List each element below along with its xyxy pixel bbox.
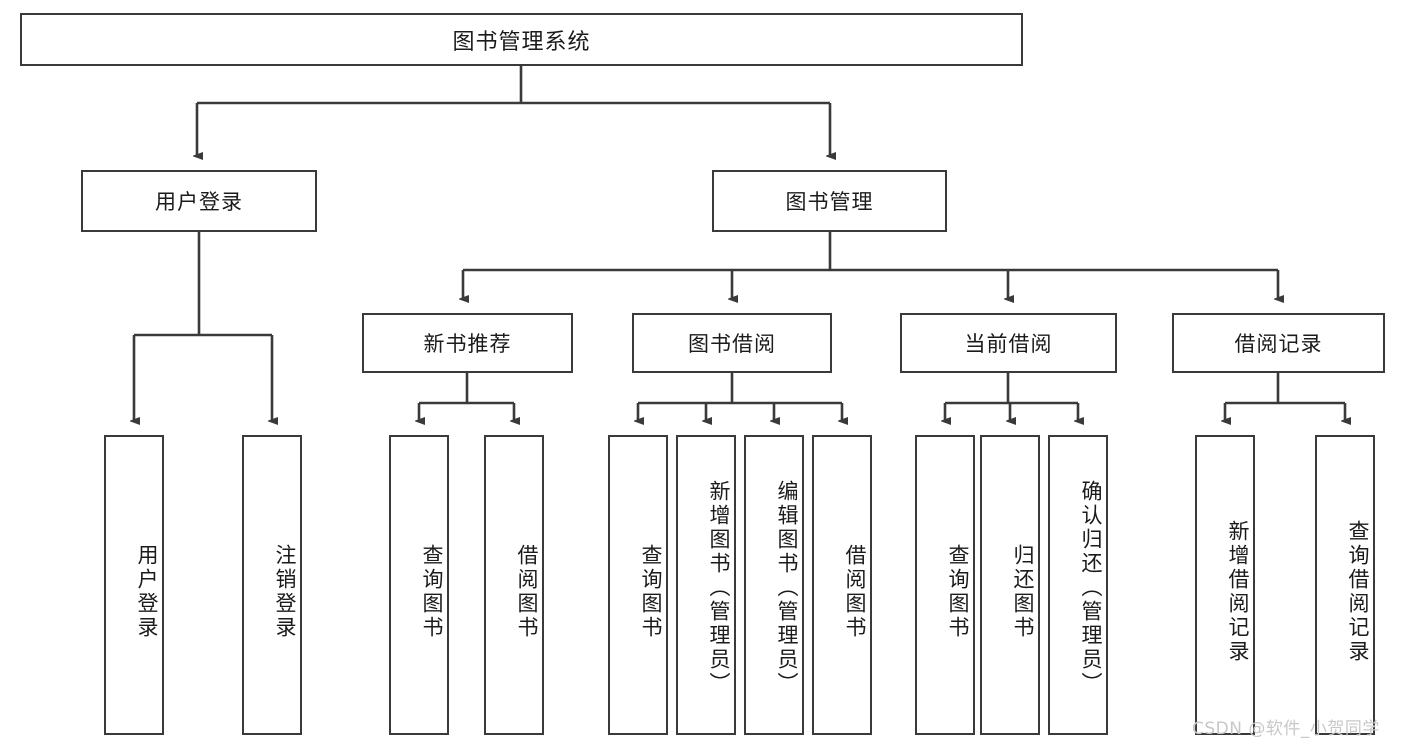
leaf-node[interactable]: 查询图书: [608, 435, 668, 735]
leaf-node[interactable]: 编辑图书（管理员）: [744, 435, 804, 735]
leaf-node[interactable]: 注销登录: [242, 435, 302, 735]
leaf-node[interactable]: 归还图书: [980, 435, 1040, 735]
node-current-borrow[interactable]: 当前借阅: [900, 313, 1117, 373]
node-root-system[interactable]: 图书管理系统: [20, 13, 1023, 66]
leaf-node[interactable]: 查询借阅记录: [1315, 435, 1375, 735]
leaf-node[interactable]: 借阅图书: [812, 435, 872, 735]
leaf-node[interactable]: 用户登录: [104, 435, 164, 735]
node-borrow-record[interactable]: 借阅记录: [1172, 313, 1385, 373]
node-user-login[interactable]: 用户登录: [81, 170, 317, 232]
leaf-node[interactable]: 新增图书（管理员）: [676, 435, 736, 735]
node-book-management[interactable]: 图书管理: [712, 170, 947, 232]
node-book-borrow[interactable]: 图书借阅: [632, 313, 832, 373]
leaf-node[interactable]: 查询图书: [915, 435, 975, 735]
leaf-node[interactable]: 查询图书: [389, 435, 449, 735]
leaf-node[interactable]: 新增借阅记录: [1195, 435, 1255, 735]
leaf-node[interactable]: 确认归还（管理员）: [1048, 435, 1108, 735]
leaf-node[interactable]: 借阅图书: [484, 435, 544, 735]
watermark-text: CSDN @软件_小贺同学: [1192, 719, 1380, 739]
node-new-book-recommend[interactable]: 新书推荐: [362, 313, 573, 373]
